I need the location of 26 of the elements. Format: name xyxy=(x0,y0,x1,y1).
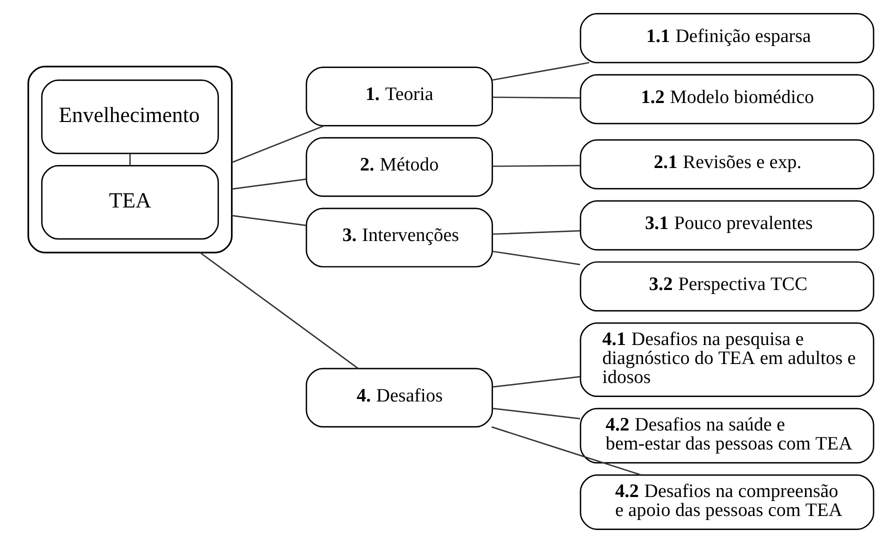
connector xyxy=(492,408,580,420)
node-box: TEA xyxy=(40,165,218,240)
node-box: 3.1 Pouco prevalentes xyxy=(579,200,874,250)
node-box: 3.2 Perspectiva TCC xyxy=(579,261,874,312)
connector xyxy=(231,178,306,190)
cluster xyxy=(26,66,232,254)
node-box: 1.2 Modelo biomédico xyxy=(579,74,874,124)
node-box: 4.1 Desafios na pesquisa e diagnóstico do TEA em adultos e idosos xyxy=(579,322,874,397)
connector xyxy=(492,250,580,266)
connector xyxy=(490,426,641,476)
connector xyxy=(198,252,358,369)
connector xyxy=(492,96,580,99)
node-box: 4.2 Desafios na saúde e bem-estar das pessoas com TEA xyxy=(579,408,874,464)
connector xyxy=(231,214,306,226)
node-box: 2. Método xyxy=(305,137,492,197)
node-box: Envelhecimento xyxy=(40,80,218,154)
connector xyxy=(128,154,130,166)
node-box: 1. Teoria xyxy=(305,66,492,126)
node-box: 4.2 Desafios na compreensão e apoio das pessoas com TEA xyxy=(579,474,874,530)
node-box: 4. Desafios xyxy=(305,368,492,428)
connector xyxy=(492,230,580,235)
node-box: 3. Intervenções xyxy=(305,208,492,268)
connector xyxy=(492,164,580,167)
node-box: 2.1 Revisões e exp. xyxy=(579,139,874,190)
node-box: 1.1 Definição esparsa xyxy=(579,13,874,64)
connector xyxy=(492,376,580,388)
